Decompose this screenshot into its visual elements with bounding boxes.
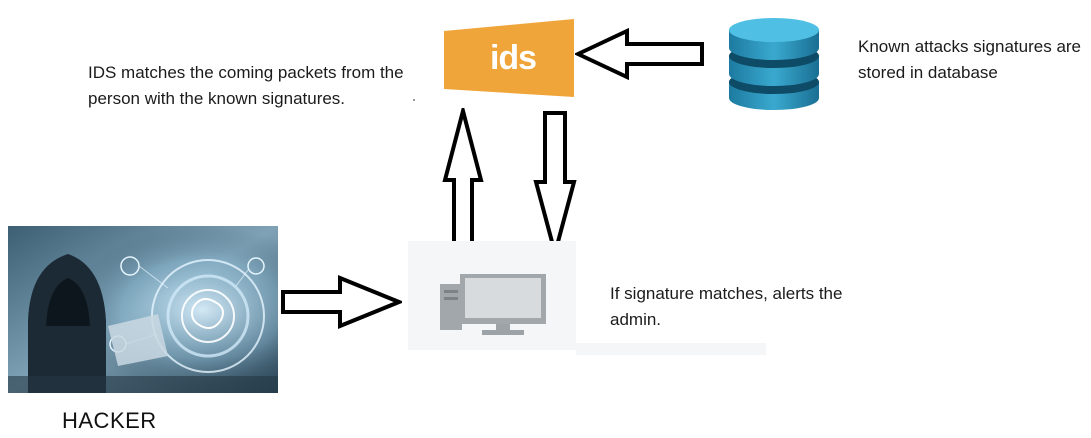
arrow-hacker-to-pc <box>280 275 405 329</box>
arrow-ids-to-pc <box>533 110 577 261</box>
ids-logo-icon: ids <box>444 19 574 97</box>
arrow-database-to-ids <box>573 27 705 81</box>
database-description-text: Known attacks signatures are stored in d… <box>858 37 1082 82</box>
alert-description-text: If signature matches, alerts the admin. <box>610 284 843 329</box>
ids-description-text: IDS matches the coming packets from the … <box>88 63 404 108</box>
hacker-label: HACKER <box>62 408 157 433</box>
ids-logo-text: ids <box>489 38 537 77</box>
arrow-pc-to-ids <box>442 103 484 256</box>
computer-panel-extension <box>576 343 766 355</box>
database-icon <box>725 12 823 112</box>
desktop-computer-icon <box>438 272 548 336</box>
hacker-image <box>8 226 278 393</box>
stray-dot <box>413 99 415 101</box>
